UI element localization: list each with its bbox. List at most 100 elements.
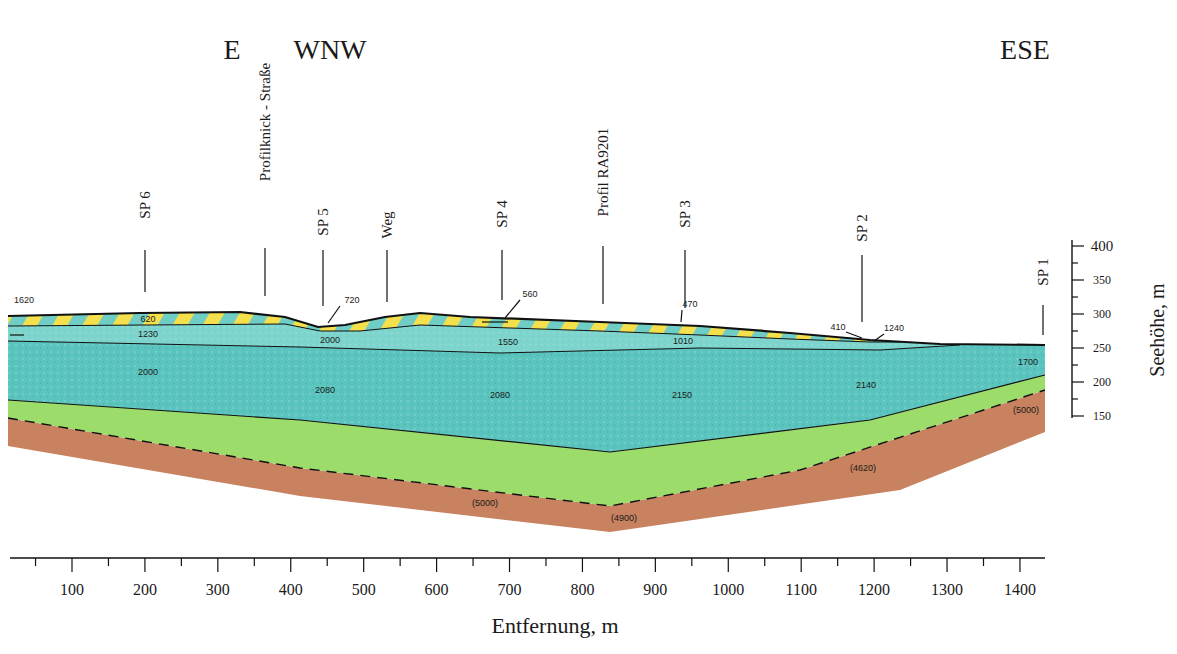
velocity-value: 2140 <box>856 381 876 390</box>
x-tick-label: 900 <box>643 582 667 598</box>
y-axis <box>1071 240 1072 418</box>
y-tick <box>1072 330 1078 331</box>
x-tick <box>436 558 437 572</box>
velocity-value: 410 <box>830 323 845 332</box>
layer-boundary <box>8 324 900 342</box>
velocity-value: 1550 <box>498 338 518 347</box>
y-tick <box>1072 296 1078 297</box>
x-tick <box>327 558 328 566</box>
x-tick-label: 300 <box>206 582 230 598</box>
shotpoint-label: SP 3 <box>678 200 693 227</box>
marker-line <box>322 250 323 306</box>
y-tick <box>1072 245 1084 246</box>
profile-note: Profilknick - Straße <box>258 63 273 181</box>
shotpoint-label: SP 4 <box>495 200 510 227</box>
y-tick-label: 200 <box>1093 376 1111 388</box>
velocity-value: 560 <box>522 290 537 299</box>
x-tick <box>983 558 984 566</box>
velocity-value: 1700 <box>1018 358 1038 367</box>
x-tick-label: 600 <box>425 582 449 598</box>
velocity-value: (4620) <box>850 464 876 473</box>
ground-surface <box>8 312 1045 345</box>
y-tick <box>1072 415 1084 416</box>
x-tick <box>801 558 802 572</box>
marker-line <box>861 255 862 322</box>
velocity-value: 2000 <box>138 368 158 377</box>
x-tick <box>655 558 656 572</box>
x-tick <box>545 558 546 566</box>
velocity-value: 720 <box>344 296 359 305</box>
direction-label: ESE <box>1000 36 1050 64</box>
x-tick-label: 100 <box>60 582 84 598</box>
marker-line <box>874 334 884 341</box>
y-tick <box>1072 262 1078 263</box>
x-tick <box>290 558 291 572</box>
x-tick <box>217 558 218 572</box>
axis-title: Entfernung, m <box>491 615 618 637</box>
x-tick <box>144 558 145 572</box>
x-tick-label: 1100 <box>785 582 816 598</box>
velocity-value: 2150 <box>672 391 692 400</box>
direction-label: E <box>223 36 240 64</box>
velocity-value: 1620 <box>14 296 34 305</box>
y-tick <box>1072 313 1084 314</box>
profile-note: Weg <box>380 211 395 238</box>
x-tick-label: 700 <box>498 582 522 598</box>
profile-note: Profil RA9201 <box>596 128 611 217</box>
y-tick <box>1072 398 1078 399</box>
marker-line <box>846 332 862 338</box>
y-tick-label: 400 <box>1091 239 1114 254</box>
x-tick <box>728 558 729 572</box>
y-tick <box>1072 364 1078 365</box>
y-tick <box>1072 279 1084 280</box>
x-tick-label: 400 <box>279 582 303 598</box>
marker-line <box>501 250 502 300</box>
x-tick-label: 1400 <box>1004 582 1036 598</box>
shotpoint-label: SP 1 <box>1036 258 1051 285</box>
y-tick <box>1072 381 1084 382</box>
marker-line <box>505 300 520 318</box>
velocity-value: 620 <box>140 315 155 324</box>
layer-boundary <box>8 375 1045 452</box>
x-tick-label: 200 <box>133 582 157 598</box>
velocity-value: (5000) <box>1013 406 1039 415</box>
y-tick-label: 250 <box>1093 342 1111 354</box>
x-tick <box>108 558 109 566</box>
marker-line <box>482 321 508 322</box>
y-tick <box>1072 347 1084 348</box>
marker-line <box>681 310 682 322</box>
velocity-value: 1010 <box>673 337 693 346</box>
marker-line <box>386 250 387 302</box>
x-tick-label: 1000 <box>712 582 744 598</box>
y-tick-label: 150 <box>1093 410 1111 422</box>
layer-boundary <box>8 341 960 353</box>
basement-boundary <box>8 390 1045 506</box>
x-tick <box>764 558 765 566</box>
x-tick <box>509 558 510 572</box>
main-layer <box>8 312 1045 452</box>
x-tick <box>691 558 692 566</box>
marker-line <box>144 250 145 292</box>
direction-label: WNW <box>293 36 366 64</box>
x-tick <box>874 558 875 572</box>
x-tick <box>254 558 255 566</box>
x-tick <box>363 558 364 572</box>
shotpoint-label: SP 5 <box>316 208 331 235</box>
x-tick <box>400 558 401 566</box>
x-tick <box>910 558 911 566</box>
x-tick <box>837 558 838 566</box>
x-tick <box>181 558 182 566</box>
marker-line <box>328 306 340 323</box>
velocity-value: 2080 <box>315 386 335 395</box>
x-tick <box>472 558 473 566</box>
x-tick <box>582 558 583 572</box>
x-tick <box>1019 558 1020 572</box>
y-tick-label: 300 <box>1093 308 1111 320</box>
marker-line <box>602 246 603 304</box>
y-tick-label: 350 <box>1093 274 1111 286</box>
velocity-value: 1230 <box>138 330 158 339</box>
marker-line <box>10 334 24 335</box>
velocity-value: 2080 <box>490 391 510 400</box>
marker-line <box>1042 305 1043 335</box>
